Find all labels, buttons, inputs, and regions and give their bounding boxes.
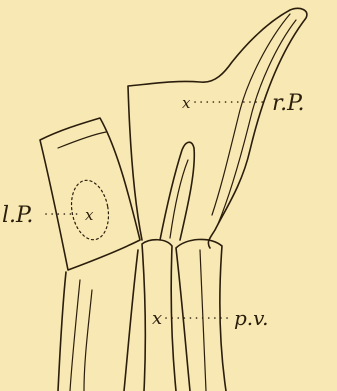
- spine-outline: [160, 142, 194, 240]
- label-posterior-view: p.v.: [234, 306, 268, 330]
- label-left-process: l.P.: [2, 203, 33, 228]
- spine-inner: [170, 160, 188, 238]
- right-column-inner: [200, 250, 206, 391]
- left-column: [58, 250, 138, 391]
- label-mark-left: x: [85, 206, 94, 224]
- left-process-outline: [40, 118, 140, 270]
- label-mark-right: x: [182, 94, 191, 112]
- label-right-process: r.P.: [272, 91, 304, 116]
- left-column-inner: [70, 280, 92, 391]
- label-mark-lower: x: [152, 308, 162, 329]
- left-process-inner: [58, 132, 106, 148]
